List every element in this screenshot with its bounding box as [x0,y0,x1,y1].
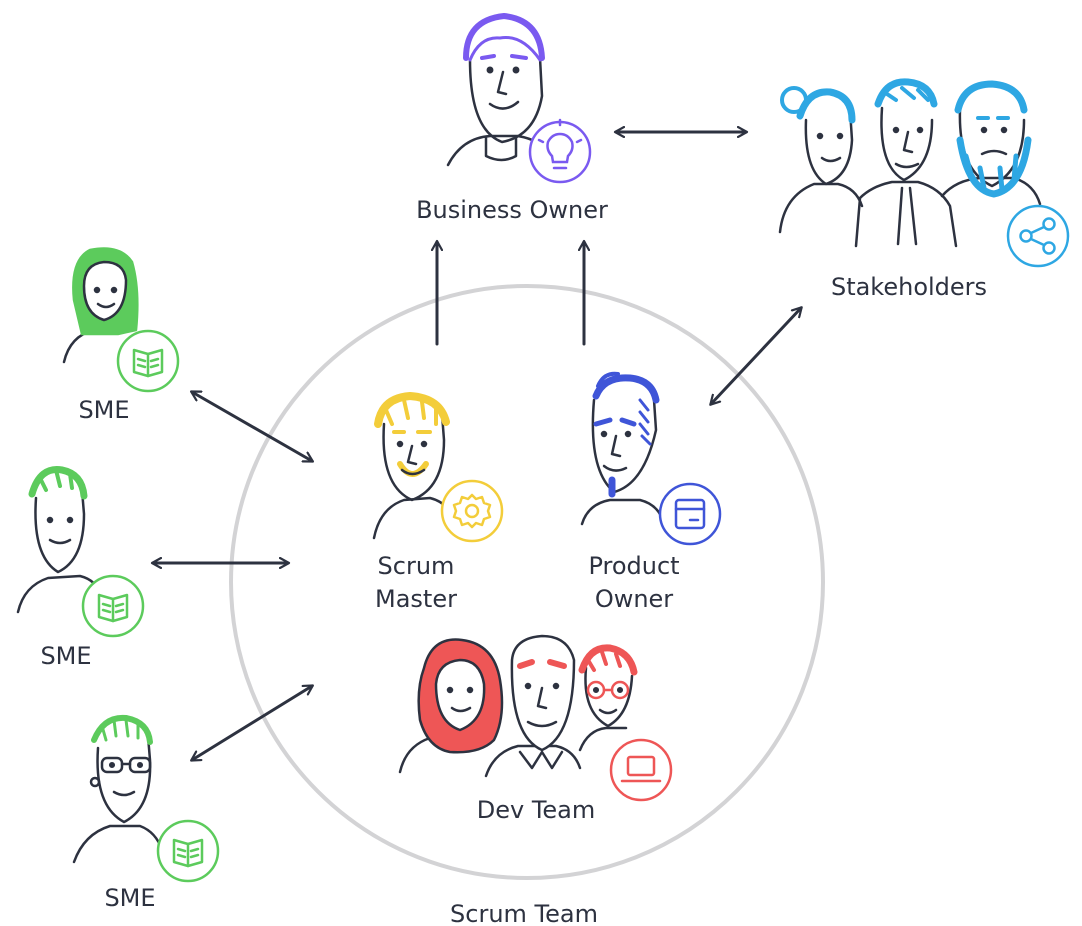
arrow-stakeholders-product-owner [711,308,801,404]
arrow-sme-bottom-scrum-team [192,686,312,760]
box-icon [658,482,722,546]
sme-top-figure [62,247,139,364]
label-product-owner-line1: Product [588,552,679,580]
stakeholders-figure [778,78,1042,248]
sme-bottom-figure [72,714,164,864]
label-sme-middle: SME [40,642,91,670]
book-icon [116,329,180,393]
dev-team-figure [398,634,638,778]
gear-icon [440,479,504,543]
label-stakeholders: Stakeholders [831,273,987,301]
product-owner-figure [580,371,664,526]
label-business-owner: Business Owner [416,196,608,224]
business-owner-figure [446,13,550,167]
label-sme-bottom: SME [104,884,155,912]
laptop-icon [609,738,673,802]
arrows [153,132,801,760]
label-scrum-team: Scrum Team [450,900,598,926]
label-scrum-master-line1: Scrum [378,552,455,580]
label-scrum-master-line2: Master [375,585,457,613]
label-dev-team: Dev Team [477,796,596,824]
scrum-master-figure [372,392,454,540]
book-icon [81,574,145,638]
book-icon [156,819,220,883]
labels: Business Owner Stakeholders SME SME SME … [40,196,987,926]
arrow-sme-top-scrum-team [192,392,312,461]
label-sme-top: SME [78,396,129,424]
share-icon [1006,204,1070,268]
lightbulb-icon [528,118,592,184]
label-product-owner-line2: Owner [595,585,673,613]
scrum-team-circle [229,284,825,880]
